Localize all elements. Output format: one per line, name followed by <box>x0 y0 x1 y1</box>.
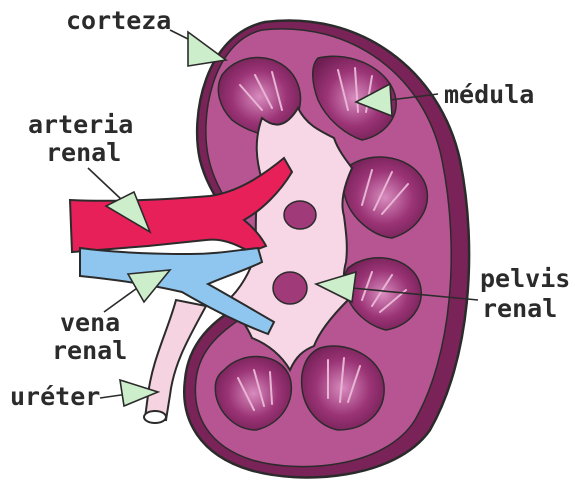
label-vena-line1: vena <box>60 310 120 336</box>
pelvis-calyx-lower <box>273 272 307 304</box>
label-corteza: corteza <box>66 8 171 34</box>
pelvis-calyx-upper <box>284 201 316 229</box>
label-ureter: uréter <box>10 384 100 410</box>
label-arteria-line2: renal <box>46 140 121 166</box>
label-arteria-line1: arteria <box>28 112 133 138</box>
corteza-arrowhead <box>188 32 226 66</box>
label-medula: médula <box>444 82 534 108</box>
arteria-arrow <box>88 168 122 200</box>
ureter-opening <box>144 411 166 423</box>
label-vena-line2: renal <box>52 338 127 364</box>
label-pelvis-line1: pelvis <box>480 266 570 292</box>
label-pelvis-line2: renal <box>482 296 557 322</box>
